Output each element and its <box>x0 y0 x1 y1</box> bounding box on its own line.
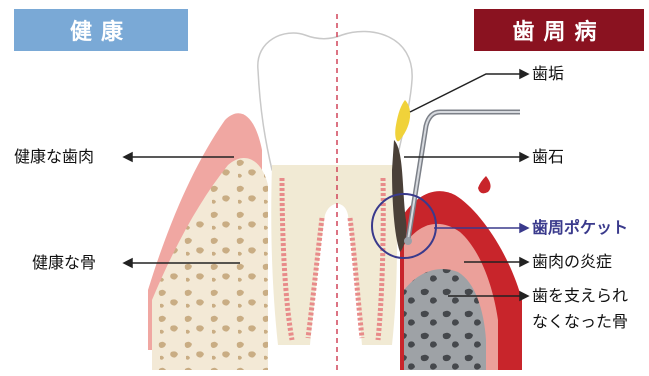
label-inflamed-gum: 歯肉の炎症 <box>532 252 612 272</box>
label-plaque: 歯垢 <box>532 64 564 84</box>
label-healthy-gum: 健康な歯肉 <box>14 147 94 167</box>
label-bone-loss-line2: なくなった骨 <box>532 312 628 332</box>
blood-drop-icon <box>478 176 491 193</box>
label-healthy-bone: 健康な骨 <box>32 253 96 273</box>
tooth-crown <box>258 31 412 170</box>
label-periodontal-pocket: 歯周ポケット <box>532 218 628 238</box>
label-bone-loss-line1: 歯を支えられ <box>532 286 628 306</box>
healthy-bone-shape <box>152 158 268 370</box>
label-tartar: 歯石 <box>532 147 564 167</box>
